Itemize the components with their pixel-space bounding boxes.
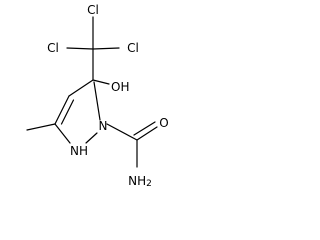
bond-c3-n2 [54, 123, 71, 144]
structural-formula: Cl Cl Cl OH O N NH NH2 [26, 3, 169, 189]
bond-c5-c4 [68, 79, 94, 97]
hydroxyl-label: OH [111, 80, 129, 94]
bond-ccl3-to-cl-right [92, 47, 120, 50]
bond-n1-carbonyl-c [106, 123, 138, 141]
carbonyl-oxygen-label: O [159, 116, 168, 130]
ring-nitrogen-label: N [99, 119, 108, 133]
bond-n1-c5 [93, 81, 101, 121]
bond-c5-to-oh [92, 79, 110, 85]
bond-carbonyl-c-o-a [136, 126, 158, 141]
bond-n2-n1 [85, 132, 98, 144]
bond-c4-c3-double-b [60, 99, 75, 125]
amide-nh2-label: NH2 [128, 174, 152, 189]
amide-subscript-2: 2 [146, 179, 152, 189]
chlorine-top-label: Cl [87, 3, 99, 17]
chlorine-right-label: Cl [127, 41, 139, 55]
bond-c4-c3-double-a [54, 95, 70, 125]
bond-c3-methyl [26, 123, 56, 131]
amide-nh-text: NH [128, 174, 146, 188]
bond-carbonyl-c-o-b [133, 121, 156, 136]
bond-ccl3-to-cl-left [66, 47, 94, 50]
ring-nh-label: NH [70, 144, 88, 158]
chlorine-left-label: Cl [47, 41, 59, 55]
